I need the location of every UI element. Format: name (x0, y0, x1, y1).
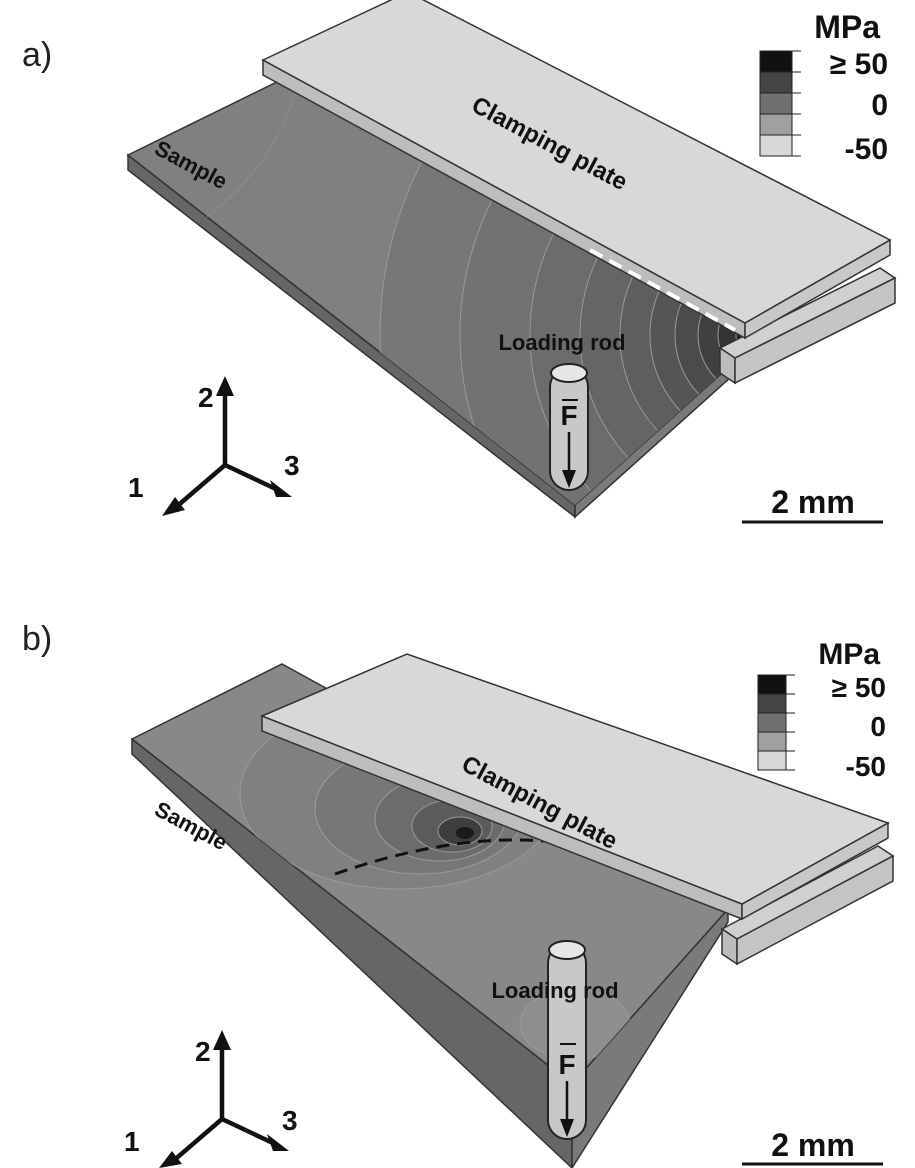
axis-arrow-1 (159, 1151, 182, 1168)
loading-rod (547, 940, 587, 1140)
lower-plate-front (734, 276, 896, 385)
rod-label: Loading rod (491, 978, 618, 1003)
panel-a: a) (22, 0, 897, 524)
force-label: F (560, 400, 577, 431)
axis-label-1: 1 (124, 1126, 140, 1157)
scale-bar-label: 2 mm (771, 1127, 855, 1163)
figure-b: F Loading rod Sample Clamping plate 2 1 … (124, 638, 895, 1168)
axis-label-2: 2 (198, 382, 214, 413)
loading-rod (549, 363, 589, 491)
rod-label: Loading rod (498, 330, 625, 355)
axis-label-3: 3 (282, 1105, 298, 1136)
scale-bar-label: 2 mm (771, 484, 855, 520)
axis-arrow-3 (267, 1134, 289, 1151)
legend-label-min: -50 (846, 751, 886, 782)
legend-unit: MPa (818, 638, 880, 671)
legend-label-zero: 0 (870, 711, 886, 742)
legend (757, 674, 795, 771)
coordinate-axes (170, 1042, 276, 1164)
upper-plate-top (260, 653, 890, 905)
axis-arrow-2 (213, 1030, 231, 1050)
legend-label-min: -50 (845, 133, 888, 166)
legend-unit: MPa (814, 9, 880, 45)
axis-arrow-3 (270, 480, 292, 497)
force-label: F (558, 1049, 575, 1080)
axis-label-2: 2 (195, 1036, 211, 1067)
lower-plate-front (736, 854, 894, 966)
legend-label-zero: 0 (871, 89, 888, 122)
panel-letter: b) (22, 620, 53, 658)
axis-arrow-2 (216, 376, 234, 396)
coordinate-axes (173, 388, 279, 510)
axis-label-3: 3 (284, 450, 300, 481)
panel-b: b) (0, 584, 915, 1168)
legend-label-max: ≥ 50 (832, 672, 886, 703)
legend (759, 50, 801, 157)
legend-label-max: ≥ 50 (830, 48, 888, 81)
figure-a: F Loading rod Sample Clamping plate 2 1 … (126, 0, 897, 524)
crack-line (589, 248, 736, 332)
axis-arrow-1 (162, 497, 185, 516)
panel-letter: a) (22, 36, 53, 74)
axis-label-1: 1 (128, 472, 144, 503)
upper-plate-top (261, 0, 892, 324)
